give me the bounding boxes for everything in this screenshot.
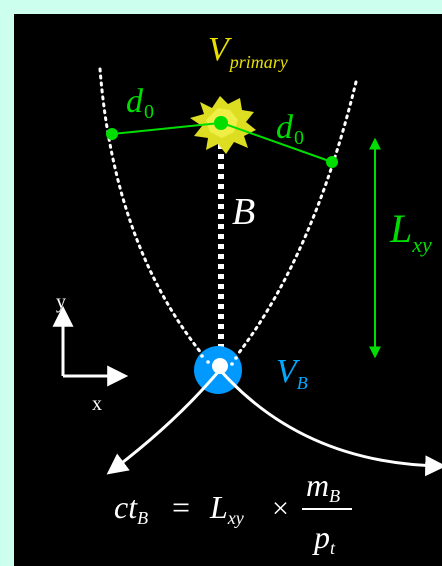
primary-point <box>214 116 228 130</box>
formula-times: × <box>272 492 289 525</box>
formula-denominator: pt <box>312 519 336 558</box>
secondary-vertex-dots <box>200 354 238 366</box>
b-meson-label: B <box>232 191 255 233</box>
formula-lhs: ctB <box>114 489 148 528</box>
formula-equals: = <box>172 489 190 525</box>
axis-x-label: x <box>92 393 102 415</box>
d0-left-point <box>106 128 118 140</box>
vb-label: VB <box>276 353 308 393</box>
d0-right-label: d0 <box>276 109 304 149</box>
v-primary-label: Vprimary <box>208 31 288 72</box>
formula-numerator: mB <box>306 467 340 506</box>
axis-y-label: y <box>56 291 66 313</box>
d0-left-label: d0 <box>126 83 154 123</box>
left-track-envelope <box>98 67 204 356</box>
decay-diagram: Vprimary d0 d0 B Lxy VB y x ctB <box>52 31 442 558</box>
right-decay-track <box>218 369 442 477</box>
right-track-envelope <box>236 80 358 356</box>
formula-l: Lxy <box>209 489 244 528</box>
left-decay-track <box>106 371 220 475</box>
d0-right-line <box>221 122 333 163</box>
axes-arrows-icon <box>52 305 129 387</box>
diagram-panel: Vprimary d0 d0 B Lxy VB y x ctB <box>14 14 442 566</box>
lxy-label: Lxy <box>389 206 432 257</box>
d0-right-point <box>326 156 338 168</box>
lifetime-formula: ctB = Lxy × mB pt <box>114 467 352 558</box>
d0-left-line <box>111 122 221 135</box>
secondary-vertex-point <box>212 358 228 374</box>
